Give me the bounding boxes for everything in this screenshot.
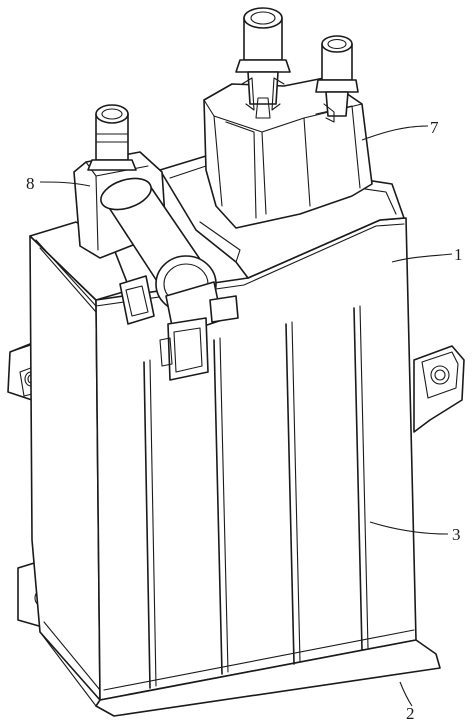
label-2: 2 [406,704,415,723]
small-nozzle [315,35,359,123]
label-7: 7 [430,118,439,137]
label-8: 8 [26,174,35,193]
label-1: 1 [454,245,463,264]
leader-line-1 [391,253,453,263]
main-housing [29,217,441,717]
label-3: 3 [452,525,461,544]
leader-lines [39,125,453,707]
leader-line-2 [399,681,413,707]
large-nozzle [235,7,291,119]
leader-line-7 [361,125,429,141]
leader-line-3 [369,521,449,535]
electrical-connector [119,275,239,381]
leader-line-8 [39,181,91,187]
rib-group [143,305,369,689]
right-mounting-bracket [413,345,465,433]
